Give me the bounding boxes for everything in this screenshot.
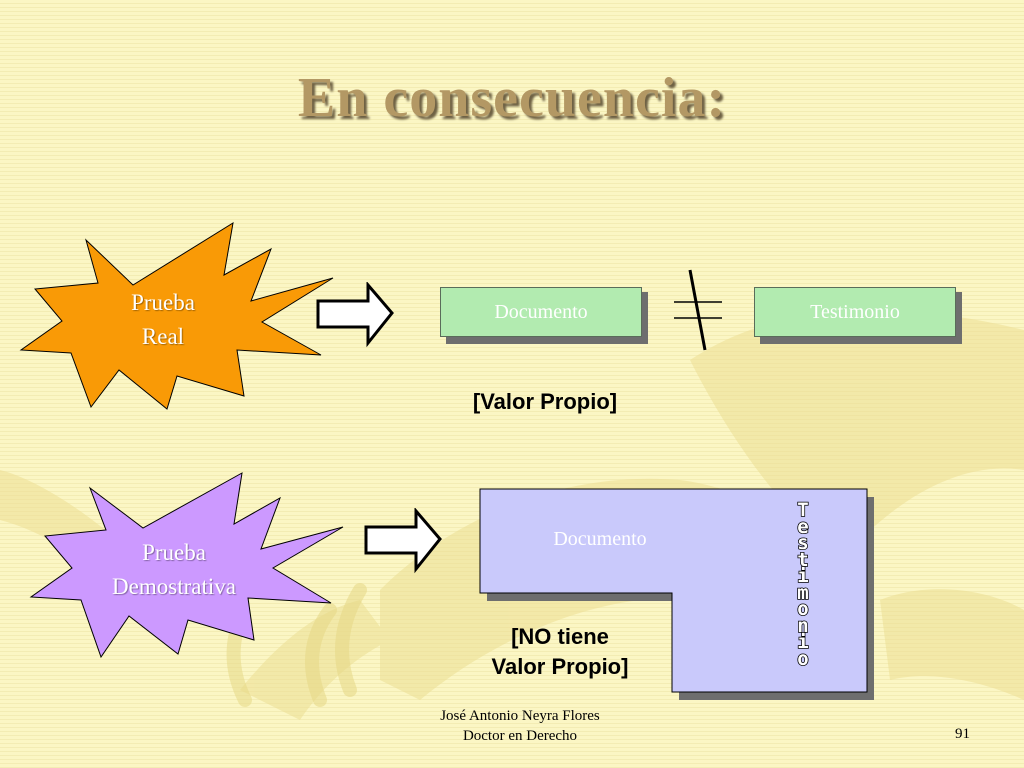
slide-title: En consecuencia: [297, 67, 727, 129]
testimonio-letter: T [797, 499, 810, 521]
not-equal-icon [674, 269, 722, 351]
no-valor-propio-line2: Valor Propio] [491, 654, 629, 679]
testimonio-letter: t [797, 548, 810, 571]
testimonio-letter: e [797, 515, 810, 538]
valor-propio-note: [Valor Propio] [472, 389, 618, 414]
testimonio-letter: o [797, 647, 810, 670]
testimonio-vertical-label: T e s t i m o n i o [783, 499, 823, 670]
orange-starburst-shape [19, 221, 334, 410]
prueba-real-line2: Real [141, 324, 185, 349]
no-valor-propio-line1: [NO tiene [511, 624, 609, 649]
documento-box: Documento [440, 287, 642, 337]
prueba-real-label: Prueba Real [100, 286, 226, 354]
testimonio-letter: i [797, 631, 810, 653]
testimonio-letter: n [797, 614, 810, 637]
testimonio-letter: s [797, 532, 810, 554]
no-valor-propio-note: [NO tiene Valor Propio] [460, 622, 660, 682]
footer-author-block: José Antonio Neyra Flores Doctor en Dere… [400, 706, 640, 746]
prueba-real-line1: Prueba [131, 290, 195, 315]
documento-area-label: Documento [553, 528, 647, 550]
right-arrow-icon [316, 282, 394, 348]
prueba-demostrativa-line1: Prueba [142, 540, 206, 565]
l-shaped-box [479, 488, 874, 700]
testimonio-letter: o [797, 598, 810, 620]
prueba-demostrativa-label: Prueba Demostrativa [88, 536, 260, 604]
documento-box-label: Documento [494, 300, 588, 323]
right-arrow-icon [364, 508, 442, 574]
purple-starburst-shape [29, 472, 344, 659]
testimonio-box: Testimonio [754, 287, 956, 337]
footer-author: José Antonio Neyra Flores [440, 708, 600, 724]
page-number: 91 [955, 726, 970, 742]
prueba-demostrativa-line2: Demostrativa [112, 574, 236, 599]
testimonio-letter: i [797, 565, 810, 587]
footer-role: Doctor en Derecho [462, 728, 578, 744]
testimonio-letter: m [797, 581, 810, 604]
testimonio-box-label: Testimonio [810, 300, 900, 323]
